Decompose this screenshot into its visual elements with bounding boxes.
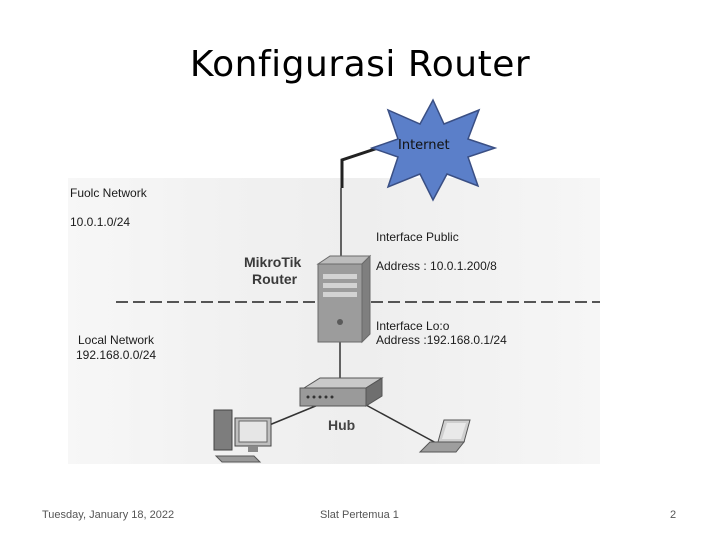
- local-interface-label: Interface Lo:o: [376, 319, 450, 333]
- footer-center-text: Slat Pertemua 1: [320, 509, 399, 521]
- router-brand-line1: MikroTik: [244, 254, 302, 270]
- local-network-address: 192.168.0.0/24: [76, 348, 157, 362]
- hub-laptop-cable: [365, 404, 439, 445]
- footer-date: Tuesday, January 18, 2022: [42, 509, 175, 521]
- hub-icon: [299, 377, 384, 407]
- internet-cable: [340, 144, 385, 188]
- local-network-label: Local Network: [78, 333, 155, 347]
- internet-label: Internet: [398, 138, 450, 153]
- router-brand-line2: Router: [252, 271, 298, 287]
- slide-title: Konfigurasi Router: [189, 44, 531, 85]
- public-network-label: Fuolc Network: [70, 186, 147, 200]
- laptop-icon: [418, 419, 471, 453]
- hub-label: Hub: [328, 417, 356, 433]
- desktop-pc-icon: [213, 409, 272, 463]
- internet-cloud-icon: [369, 98, 498, 202]
- public-interface-address: Address : 10.0.1.200/8: [376, 259, 497, 273]
- public-network-address: 10.0.1.0/24: [70, 215, 131, 229]
- page-number: 2: [670, 509, 677, 521]
- public-interface-label: Interface Public: [376, 230, 459, 244]
- router-server-icon: [316, 254, 372, 344]
- local-interface-address: Address :192.168.0.1/24: [376, 333, 507, 347]
